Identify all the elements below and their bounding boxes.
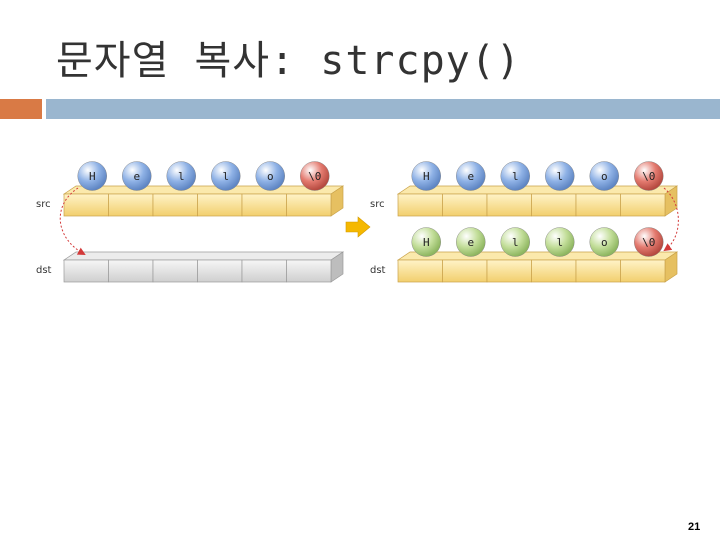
char-label: e <box>133 170 140 183</box>
row-top-face <box>396 251 679 261</box>
transition-arrow-icon <box>345 216 371 238</box>
char-label: e <box>467 170 474 183</box>
memory-cell <box>620 193 666 217</box>
memory-cell <box>442 193 488 217</box>
memory-cell <box>531 259 577 283</box>
char-label: l <box>556 170 563 183</box>
char-ball <box>255 161 285 191</box>
memory-cell <box>397 259 443 283</box>
char-label: l <box>512 236 519 249</box>
before-src-label: src <box>36 199 51 210</box>
char-label: e <box>467 236 474 249</box>
char-ball <box>211 161 241 191</box>
memory-cell <box>531 193 577 217</box>
char-label: H <box>423 170 430 183</box>
char-label: l <box>512 170 519 183</box>
memory-cell <box>620 259 666 283</box>
char-ball <box>545 227 575 257</box>
memory-cell <box>108 259 154 283</box>
char-label: \0 <box>308 170 321 183</box>
char-label: o <box>601 170 608 183</box>
char-ball <box>456 161 486 191</box>
after-src-label: src <box>370 199 385 210</box>
char-ball <box>545 161 575 191</box>
char-ball <box>166 161 196 191</box>
memory-cell <box>286 259 332 283</box>
char-ball <box>456 227 486 257</box>
memory-cell <box>63 193 109 217</box>
memory-cell <box>241 193 287 217</box>
char-label: o <box>601 236 608 249</box>
memory-cell <box>397 193 443 217</box>
memory-cell <box>486 193 532 217</box>
memory-cell <box>442 259 488 283</box>
title-accent-blue-bar <box>46 99 720 119</box>
memory-cell <box>197 193 243 217</box>
char-ball <box>589 227 619 257</box>
row-top-face <box>396 185 679 195</box>
null-terminator-ball <box>634 161 664 191</box>
after-dst-label: dst <box>370 265 386 276</box>
memory-cell <box>241 259 287 283</box>
null-terminator-ball <box>300 161 330 191</box>
memory-cell <box>108 193 154 217</box>
row-top-face <box>62 251 345 261</box>
char-label: \0 <box>642 236 655 249</box>
char-label: l <box>178 170 185 183</box>
memory-cell <box>575 193 621 217</box>
char-label: \0 <box>642 170 655 183</box>
char-label: H <box>423 236 430 249</box>
memory-cell <box>486 259 532 283</box>
before-dst-label: dst <box>36 265 52 276</box>
char-label: H <box>89 170 96 183</box>
page-number: 21 <box>688 521 701 533</box>
memory-cell <box>197 259 243 283</box>
char-ball <box>77 161 107 191</box>
memory-cell <box>152 259 198 283</box>
memory-cell <box>152 193 198 217</box>
char-label: o <box>267 170 274 183</box>
title-accent-orange-bar <box>0 99 42 119</box>
char-ball <box>411 227 441 257</box>
before-dst-row <box>62 251 345 283</box>
memory-cell <box>63 259 109 283</box>
before-copy-curve <box>59 187 86 255</box>
char-ball <box>122 161 152 191</box>
char-label: l <box>556 236 563 249</box>
char-label: l <box>222 170 229 183</box>
char-ball <box>589 161 619 191</box>
char-ball <box>500 161 530 191</box>
memory-cell <box>575 259 621 283</box>
char-ball <box>411 161 441 191</box>
slide-title: 문자열 복사: strcpy() <box>56 38 521 84</box>
null-terminator-ball <box>634 227 664 257</box>
after-copy-curve <box>663 187 679 252</box>
row-top-face <box>62 185 345 195</box>
memory-cell <box>286 193 332 217</box>
char-ball <box>500 227 530 257</box>
